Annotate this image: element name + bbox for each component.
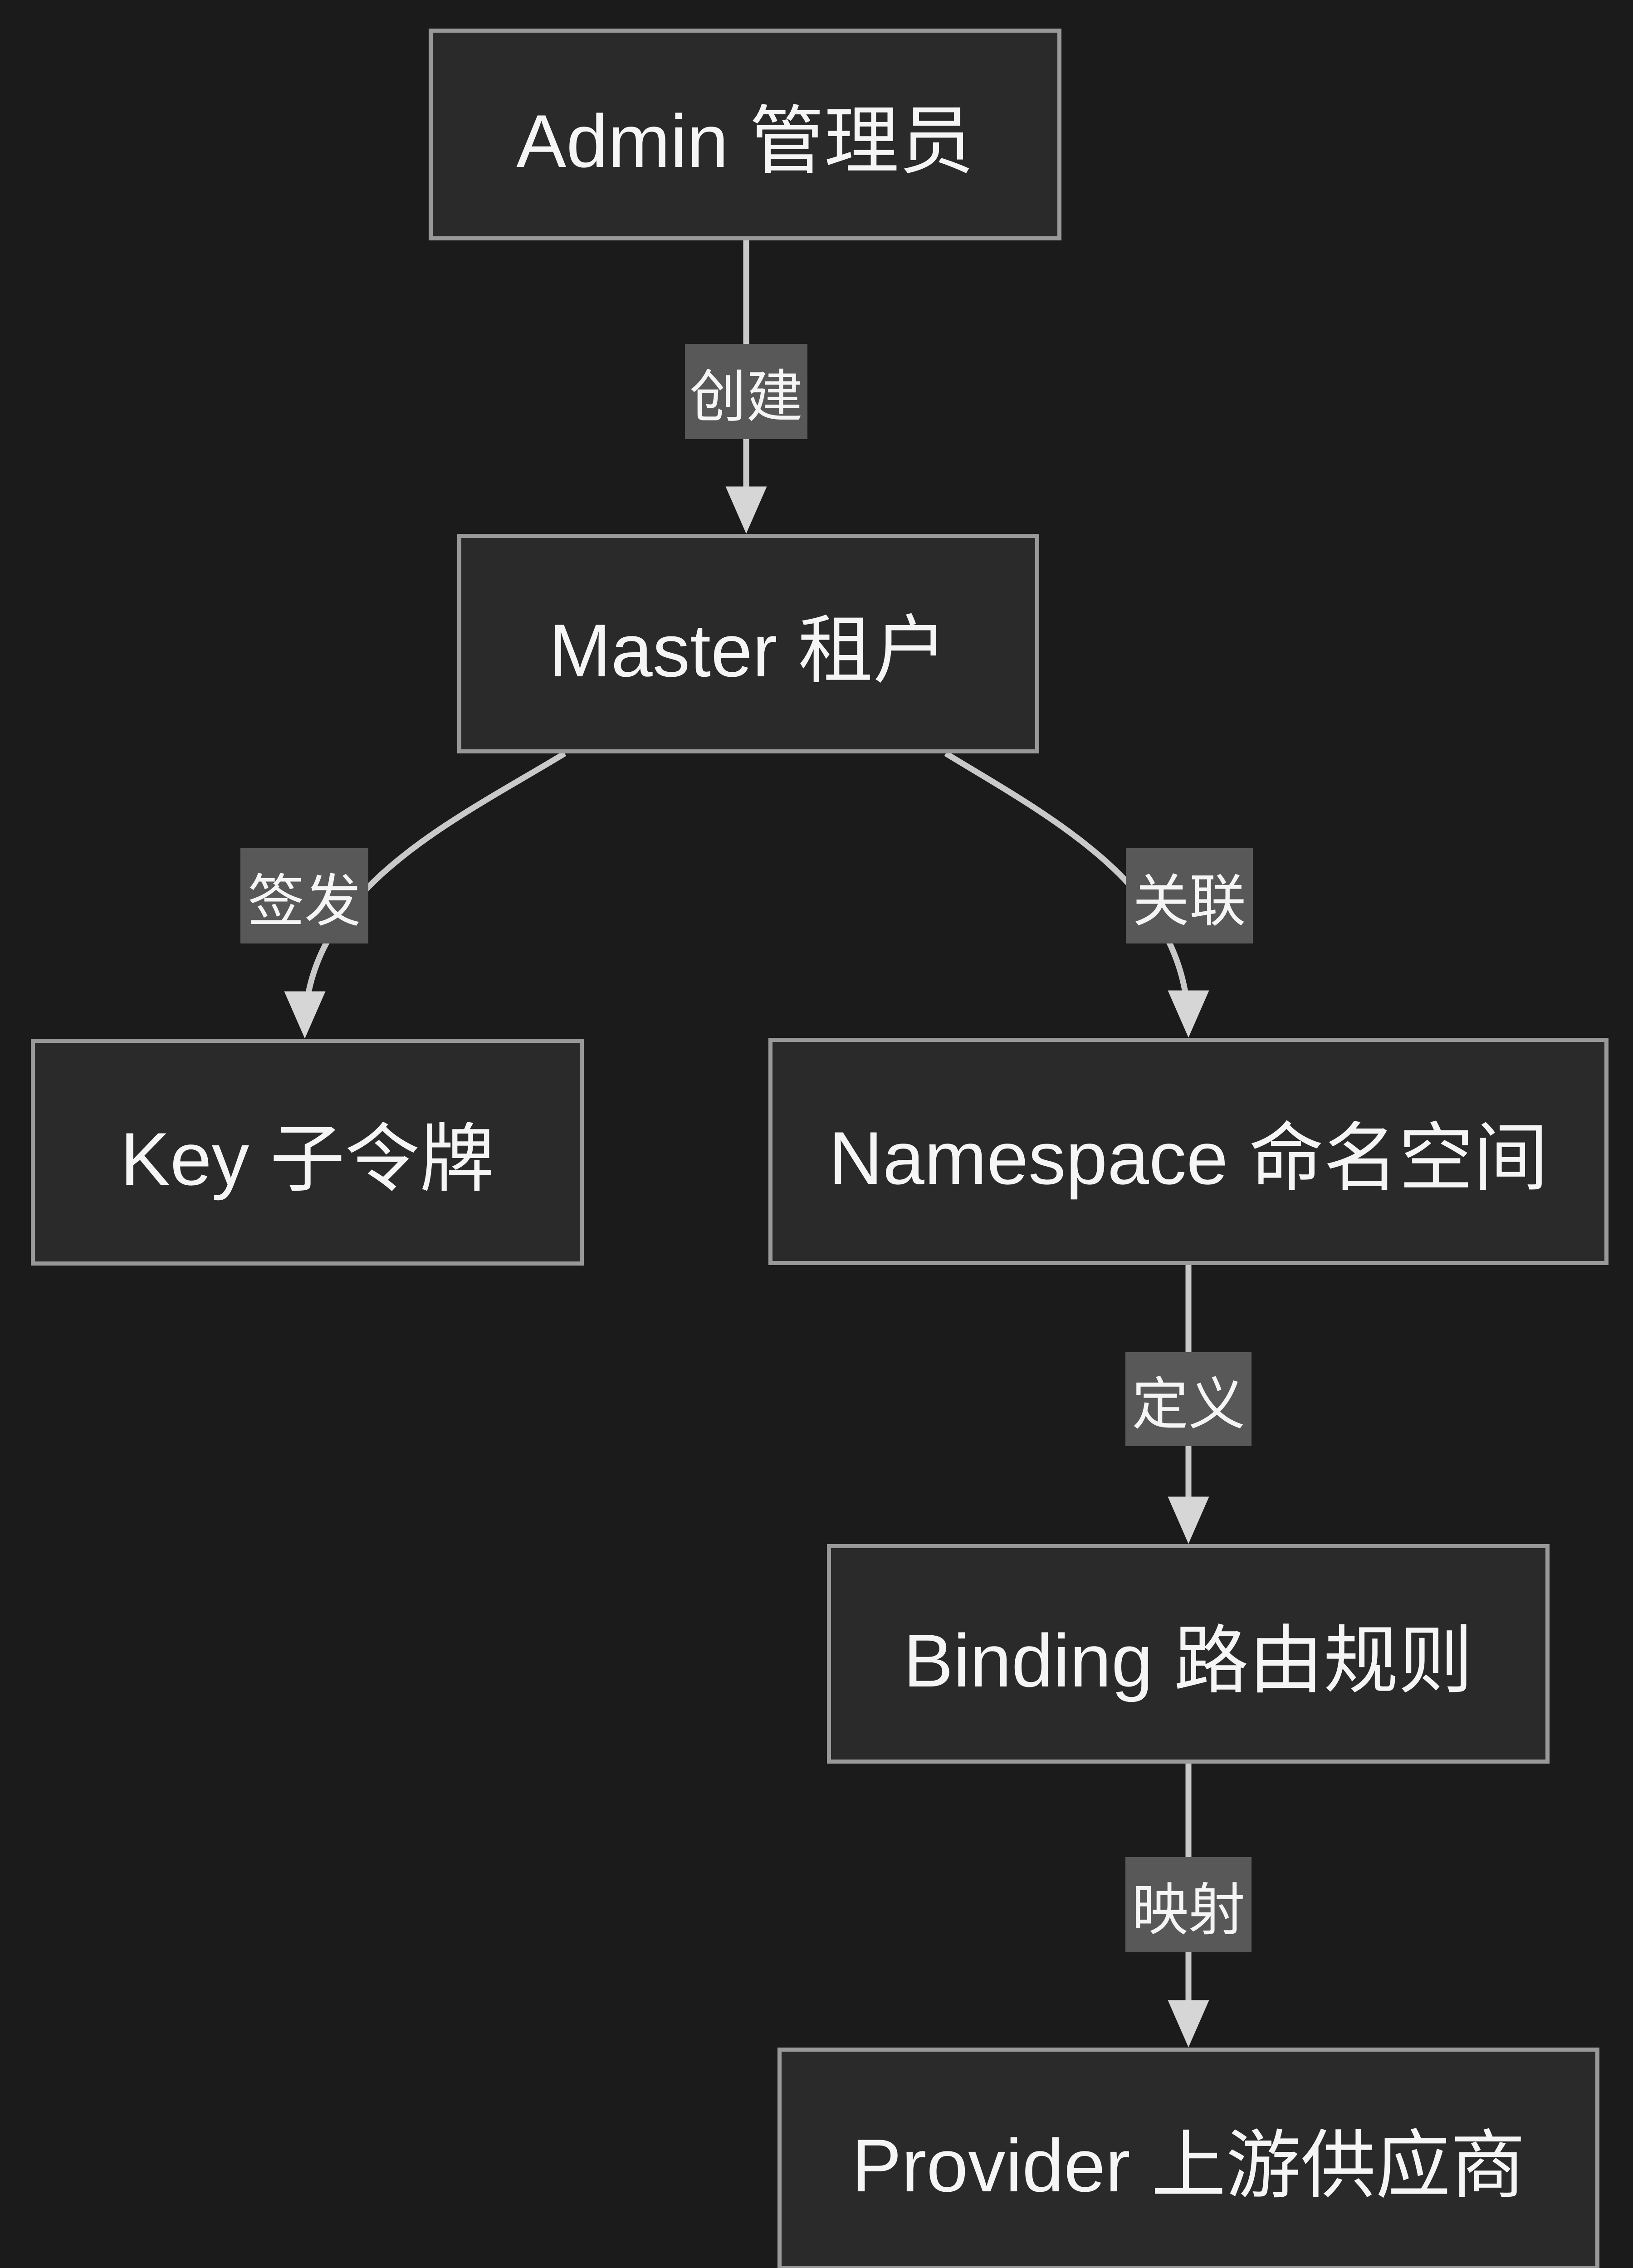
node-provider-label: Provider 上游供应商: [851, 2123, 1525, 2207]
node-binding: Binding 路由规则: [827, 1544, 1550, 1764]
node-master-label: Master 租户: [548, 608, 948, 692]
node-binding-label: Binding 路由规则: [903, 1618, 1473, 1702]
node-admin: Admin 管理员: [429, 29, 1061, 240]
node-admin-label: Admin 管理员: [516, 99, 974, 183]
node-master: Master 租户: [457, 534, 1039, 753]
edge-label-map: 映射: [1125, 1857, 1252, 1952]
node-key: Key 子令牌: [31, 1039, 584, 1266]
node-namespace: Namespace 命名空间: [768, 1038, 1609, 1265]
edge-label-associate: 关联: [1126, 848, 1253, 943]
node-namespace-label: Namespace 命名空间: [828, 1116, 1549, 1200]
node-provider: Provider 上游供应商: [777, 2048, 1599, 2268]
edge-master-key: [284, 751, 567, 1039]
edge-label-define: 定义: [1125, 1352, 1252, 1446]
edge-label-issue: 签发: [240, 848, 368, 943]
edge-label-create: 创建: [685, 344, 807, 439]
edge-master-namespace: [944, 751, 1209, 1038]
node-key-label: Key 子令牌: [120, 1117, 495, 1201]
